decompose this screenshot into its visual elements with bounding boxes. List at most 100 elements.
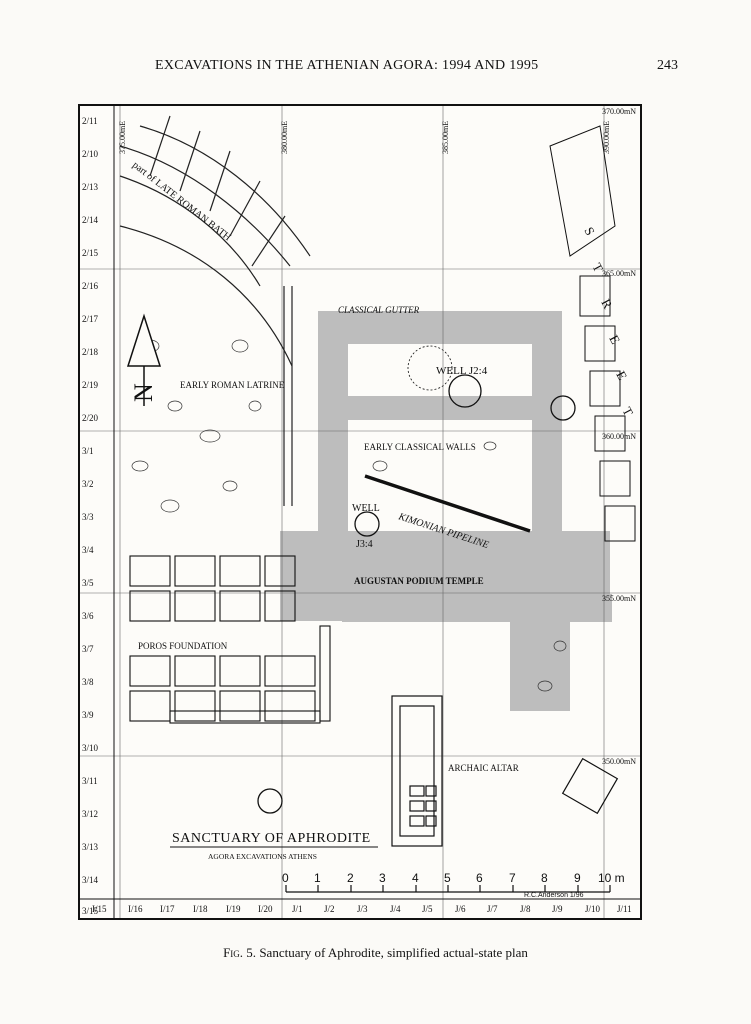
row-label: 2/13: [82, 182, 99, 192]
row-label: 2/11: [82, 116, 98, 126]
column-label: J/11: [617, 904, 632, 914]
column-label: J/6: [455, 904, 466, 914]
column-label: J/8: [520, 904, 531, 914]
early-roman-latrine-label: EARLY ROMAN LATRINE: [180, 380, 285, 390]
row-label: 3/14: [82, 875, 99, 885]
well-j2-label: WELL J2:4: [436, 365, 488, 377]
row-labels: 2/11 2/10 2/13 2/14 2/15 2/16 2/17 2/18 …: [82, 116, 99, 916]
wells: [257, 345, 576, 814]
plan-subtitle: AGORA EXCAVATIONS ATHENS: [208, 852, 317, 861]
column-label: J/4: [390, 904, 401, 914]
scale-tick: 2: [347, 871, 354, 885]
easting-label: 380.00mE: [280, 121, 289, 154]
scale-tick: 9: [574, 871, 581, 885]
running-title: EXCAVATIONS IN THE ATHENIAN AGORA: 1994 …: [155, 58, 539, 73]
well-j3-name-label: WELL: [352, 503, 380, 514]
row-label: 2/14: [82, 215, 99, 225]
easting-label: 375.00mE: [118, 121, 127, 154]
row-label: 3/7: [82, 644, 94, 654]
row-label: 3/3: [82, 512, 94, 522]
figure-caption-text: Sanctuary of Aphrodite, simplified actua…: [259, 945, 528, 960]
row-label: 2/10: [82, 149, 99, 159]
row-label: 2/19: [82, 380, 99, 390]
well-j3-id-label: J3:4: [356, 539, 373, 550]
northing-label: 370.00mN: [602, 107, 636, 116]
temple-foundation-shading: [280, 311, 612, 711]
easting-label: 385.00mE: [441, 121, 450, 154]
northing-labels: 370.00mN 365.00mN 360.00mN 355.00mN 350.…: [602, 107, 636, 766]
easting-label: 390.00mE: [602, 121, 611, 154]
row-label: 3/12: [82, 809, 98, 819]
kimonian-pipeline: [364, 474, 531, 533]
running-head: EXCAVATIONS IN THE ATHENIAN AGORA: 1994 …: [0, 58, 751, 78]
classical-gutter-label: CLASSICAL GUTTER: [338, 305, 420, 315]
row-label: 2/18: [82, 347, 99, 357]
scale-bar-ticks: 0 1 2 3 4 5 6 7 8 9 10 m: [282, 871, 625, 885]
northing-label: 360.00mN: [602, 432, 636, 441]
row-label: 3/9: [82, 710, 94, 720]
north-arrow-letter: N: [129, 383, 158, 402]
figure-caption: Fig. 5. Sanctuary of Aphrodite, simplifi…: [0, 945, 751, 961]
row-label: 3/4: [82, 545, 94, 555]
scale-tick: 1: [314, 871, 321, 885]
row-label: 2/16: [82, 281, 99, 291]
late-roman-bath: [119, 115, 311, 506]
scale-bar-credit: R.C.Anderson 1/96: [524, 892, 584, 899]
title-block: SANCTUARY OF APHRODITE AGORA EXCAVATIONS…: [170, 831, 378, 861]
page-number: 243: [657, 58, 678, 73]
poros-foundation-blocks: [129, 555, 331, 724]
scale-tick: 3: [379, 871, 386, 885]
column-label: J/7: [487, 904, 498, 914]
site-plan-figure: N 2/11 2/10 2/13 2/14 2/15 2/16 2/17 2/1…: [78, 104, 642, 920]
row-label: 2/17: [82, 314, 99, 324]
scale-tick: 10 m: [598, 871, 625, 885]
column-label: I/15: [92, 904, 107, 914]
row-label: 3/13: [82, 842, 99, 852]
row-label: 2/20: [82, 413, 99, 423]
column-label: J/3: [357, 904, 368, 914]
plan-title: SANCTUARY OF APHRODITE: [172, 831, 371, 846]
grid-label-strips: [80, 106, 640, 918]
scale-tick: 8: [541, 871, 548, 885]
scale-tick: 4: [412, 871, 419, 885]
street-letter: R: [598, 296, 615, 311]
scale-tick: 5: [444, 871, 451, 885]
archaic-altar-label: ARCHAIC ALTAR: [448, 763, 519, 773]
north-arrow: [126, 313, 162, 406]
row-label: 3/15: [82, 906, 99, 916]
column-label: I/16: [128, 904, 143, 914]
northing-label: 355.00mN: [602, 594, 636, 603]
row-label: 2/15: [82, 248, 99, 258]
row-label: 3/10: [82, 743, 99, 753]
column-label: I/18: [193, 904, 208, 914]
row-label: 3/2: [82, 479, 94, 489]
row-label: 3/8: [82, 677, 94, 687]
grid-lines: [80, 106, 640, 918]
early-classical-walls-label: EARLY CLASSICAL WALLS: [364, 442, 476, 452]
row-label: 3/5: [82, 578, 94, 588]
scale-tick: 0: [282, 871, 289, 885]
column-labels: I/15 I/16 I/17 I/18 I/19 I/20 J/1 J/2 J/…: [92, 904, 632, 914]
column-label: I/17: [160, 904, 175, 914]
street-letter: S: [581, 224, 598, 237]
augustan-temple-label: AUGUSTAN PODIUM TEMPLE: [354, 576, 484, 586]
scale-bar: [285, 885, 611, 893]
rubble-texture: [131, 339, 567, 692]
northing-label: 365.00mN: [602, 269, 636, 278]
street-edge-blocks: [549, 125, 636, 542]
site-plan-drawing: N 2/11 2/10 2/13 2/14 2/15 2/16 2/17 2/1…: [80, 106, 640, 918]
street-letter: E: [613, 368, 630, 382]
column-label: J/10: [585, 904, 601, 914]
column-label: J/2: [324, 904, 335, 914]
scale-tick: 7: [509, 871, 516, 885]
column-label: I/20: [258, 904, 273, 914]
column-label: J/9: [552, 904, 563, 914]
row-label: 3/1: [82, 446, 94, 456]
column-label: J/1: [292, 904, 303, 914]
poros-foundation-label: POROS FOUNDATION: [138, 641, 228, 651]
column-label: J/5: [422, 904, 433, 914]
column-label: I/19: [226, 904, 241, 914]
archaic-altar-structure: [391, 695, 619, 847]
row-label: 3/11: [82, 776, 98, 786]
scale-tick: 6: [476, 871, 483, 885]
